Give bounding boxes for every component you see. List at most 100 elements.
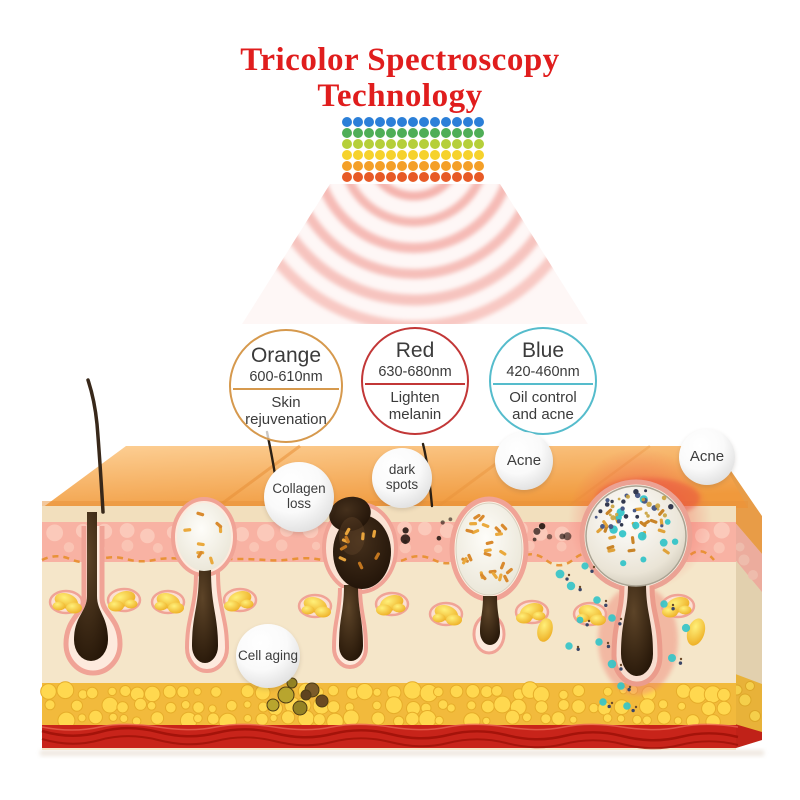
bacteria-rod: [471, 529, 480, 535]
fat-cell: [551, 711, 566, 726]
leaking-bacteria-dot: [566, 581, 576, 591]
led-dot: [430, 128, 440, 138]
bacteria-rod: [627, 548, 636, 553]
bacteria-speck: [610, 499, 614, 504]
bacteria-speck: [608, 524, 614, 530]
bacteria-speck: [646, 501, 652, 507]
muscle-layer: [42, 725, 736, 748]
muscle-fiber-line: [41, 735, 739, 750]
leaking-bacteria-speck: [585, 623, 589, 627]
label-bubble-acne-left: Acne: [495, 432, 553, 490]
bacteria-rod: [372, 529, 377, 538]
bacteria-speck: [620, 506, 625, 511]
aged-cells: [266, 677, 329, 716]
led-dot: [342, 128, 352, 138]
basement-membrane-line: [41, 550, 715, 569]
bacteria-rod: [462, 557, 468, 565]
led-dot: [364, 172, 374, 182]
divider-line: [365, 383, 465, 385]
leaking-bacteria-speck: [565, 577, 569, 581]
bacteria-speck: [644, 489, 648, 493]
led-dot: [364, 139, 374, 149]
bacteria-rod: [485, 540, 494, 546]
bacteria-rod: [339, 544, 348, 551]
bacteria-dot: [632, 521, 640, 530]
fat-cell: [119, 714, 129, 723]
fat-cell: [522, 712, 532, 723]
led-dot: [408, 161, 418, 171]
led-dot: [430, 150, 440, 160]
dermis-bump: [556, 541, 567, 552]
fat-cell: [658, 699, 669, 710]
leaking-bacteria-dot: [555, 569, 565, 579]
label-bubble-cell-aging: Cell aging: [236, 624, 300, 688]
fat-cell: [327, 684, 340, 697]
led-row: [342, 150, 484, 160]
led-dot: [419, 172, 429, 182]
bacteria-rod: [465, 528, 474, 534]
led-dot: [364, 150, 374, 160]
led-dot: [342, 172, 352, 182]
led-dot: [408, 172, 418, 182]
bacteria-speck: [610, 504, 615, 509]
bacteria-rod: [605, 508, 613, 516]
fat-cell: [44, 699, 56, 711]
bacteria-speck: [617, 497, 621, 501]
bacteria-rod: [196, 542, 205, 547]
leaking-bacteria-speck: [671, 603, 675, 607]
fat-cell: [602, 713, 613, 723]
led-dot: [386, 150, 396, 160]
dermis-bump: [311, 541, 321, 551]
led-dot: [463, 117, 473, 127]
fat-cell: [385, 696, 403, 715]
follicle-bacteria: [338, 527, 380, 570]
bacteria-speck: [608, 513, 612, 517]
fat-cell: [481, 699, 495, 714]
clogged-follicle: [177, 503, 231, 571]
fat-cell: [210, 686, 222, 698]
leaking-bacteria-speck: [678, 661, 683, 665]
fat-cell: [465, 684, 481, 699]
led-dot: [474, 139, 484, 149]
leaking-bacteria-speck: [671, 606, 675, 611]
dermis-bump: [713, 542, 725, 554]
fat-cell: [505, 709, 520, 725]
bacteria-rod: [344, 527, 351, 536]
bacteria-rod: [478, 514, 485, 522]
sebaceous-gland: [376, 604, 392, 616]
wavelength-range: 420-460nm: [506, 364, 580, 380]
inflamed-acne-sphere: [585, 485, 687, 587]
fat-cell: [393, 715, 405, 727]
bacteria-dot: [637, 531, 647, 541]
wavelength-name: Blue: [521, 339, 565, 362]
bacteria-speck: [594, 515, 598, 519]
bacteria-rod: [197, 550, 203, 559]
led-dot: [375, 139, 385, 149]
bacteria-speck: [616, 519, 622, 524]
wavelength-effect: Oil control and acne: [509, 389, 577, 423]
sebaceous-gland: [446, 614, 462, 626]
melanin-speck: [559, 533, 566, 540]
led-dot: [375, 172, 385, 182]
bacteria-rod: [500, 561, 505, 570]
fat-cell: [243, 714, 253, 723]
bacteria-speck: [625, 494, 631, 499]
fat-cell: [616, 714, 626, 723]
led-dot: [375, 161, 385, 171]
leaking-bacteria-speck: [587, 619, 591, 623]
fat-cell: [116, 701, 129, 714]
light-beam-cone: [242, 184, 588, 324]
led-dot: [430, 161, 440, 171]
beam-fill: [242, 184, 588, 324]
fat-cell: [491, 685, 503, 697]
bacteria-rod: [494, 526, 502, 533]
bacteria-rod: [491, 571, 498, 579]
fat-cell: [40, 683, 57, 700]
fat-cell: [313, 713, 326, 726]
leaking-bacteria-dot: [608, 614, 616, 622]
bacteria-speck: [619, 523, 624, 527]
led-dot: [353, 150, 363, 160]
fat-cell: [86, 686, 99, 700]
leaking-bacteria-speck: [604, 599, 608, 603]
bacteria-rod: [361, 532, 365, 541]
